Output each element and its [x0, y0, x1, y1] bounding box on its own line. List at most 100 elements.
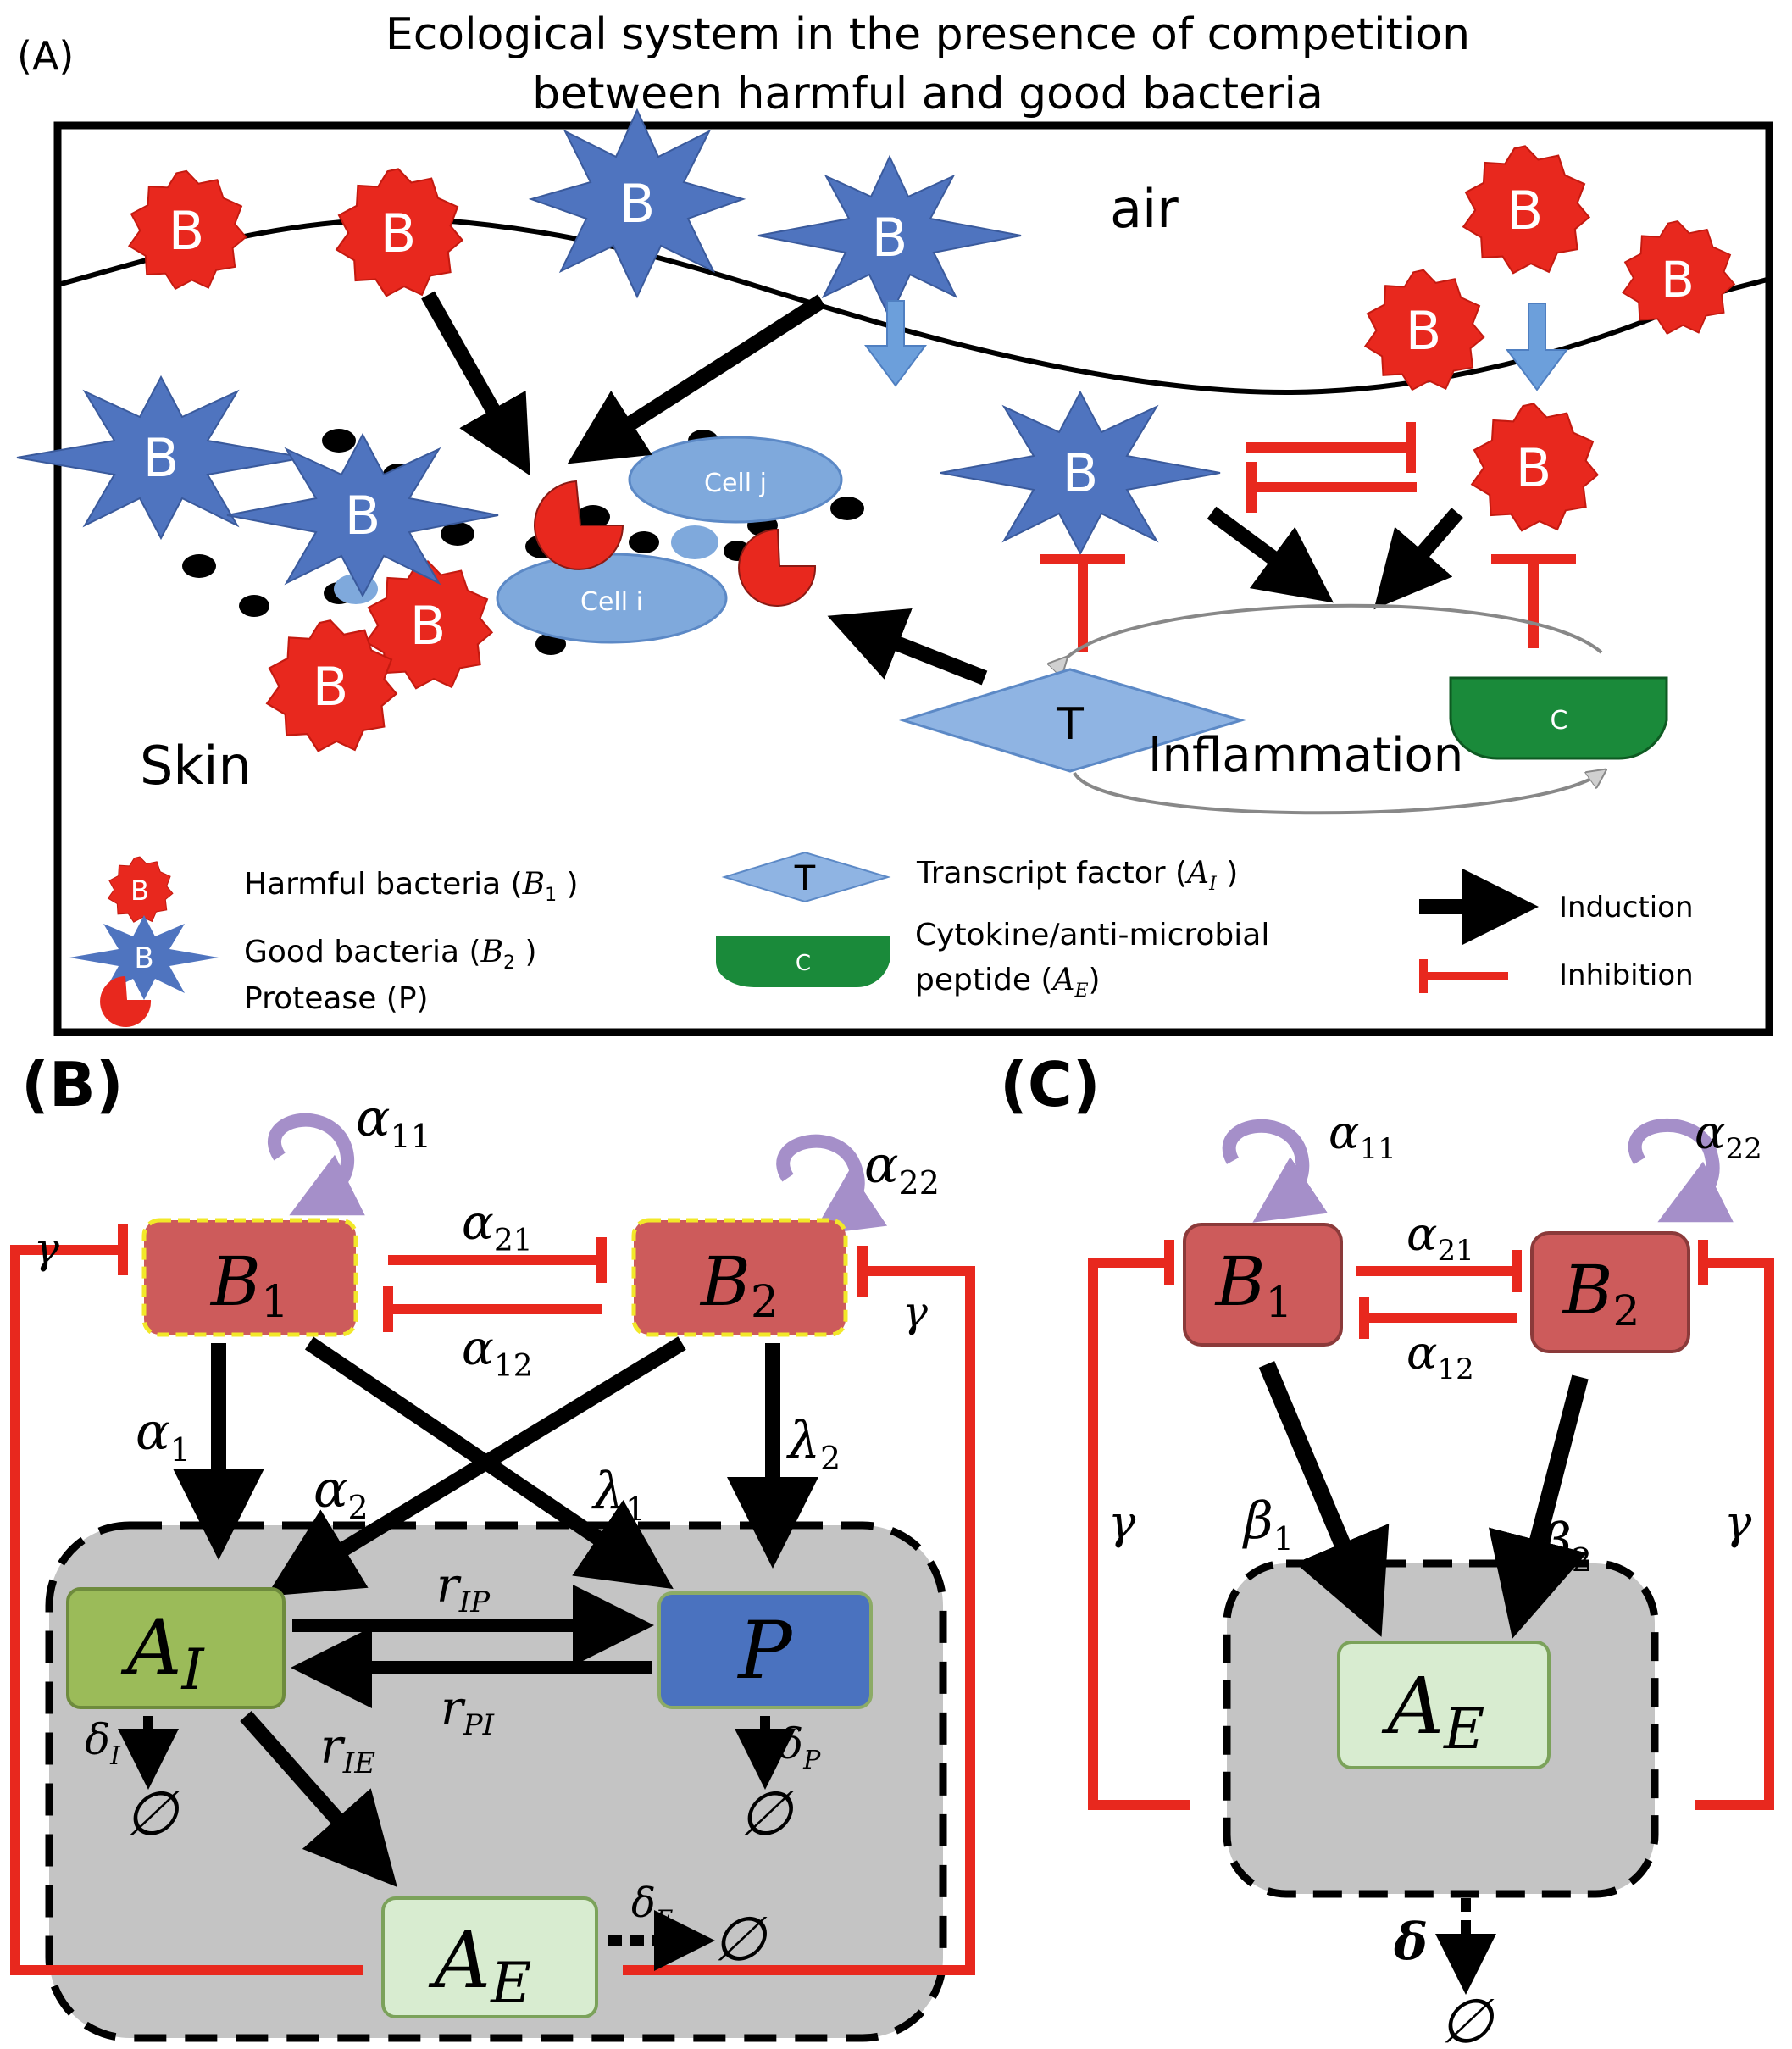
air-label: air — [1110, 178, 1179, 240]
rip-label: rIP — [436, 1558, 491, 1619]
node-p-label: P — [736, 1605, 793, 1697]
skin-label: Skin — [140, 735, 252, 797]
self-regulation-b2 — [1628, 1118, 1734, 1223]
node-ae-label: AE — [428, 1915, 532, 2016]
inflammation-inhibition — [1040, 554, 1576, 652]
self-regulation-b2 — [776, 1134, 888, 1236]
svg-text:B: B — [130, 875, 149, 907]
panel-a-label: (A) — [17, 33, 74, 79]
alpha12-label: α12 — [1406, 1326, 1474, 1386]
gamma-label: γ — [902, 1287, 928, 1336]
legend-inhibition-label: Inhibition — [1559, 958, 1694, 992]
cytokine-letter: C — [1551, 706, 1568, 736]
alpha11-label: α11 — [356, 1089, 431, 1155]
good-bacterium: B — [757, 154, 1022, 320]
harmful-bacterium: B — [1622, 220, 1736, 335]
legend-good-label: Good bacteria (B2 ) — [244, 935, 537, 974]
harmful-bacterium: B — [1363, 269, 1485, 391]
inflammation-cycle — [1073, 773, 1601, 815]
empty-set-symbol: ∅ — [739, 1778, 795, 1849]
induction-arrow — [827, 608, 988, 686]
svg-text:B: B — [345, 485, 381, 547]
panel-a: (A) Ecological system in the presence of… — [16, 9, 1773, 1036]
svg-text:B: B — [872, 207, 908, 269]
beta2-label: β2 — [1540, 1513, 1592, 1579]
panel-b-gamma-feedback — [10, 1224, 975, 1975]
harmful-bacterium: B — [1462, 145, 1591, 275]
svg-text:B: B — [169, 200, 205, 262]
harmful-bacterium: B — [265, 619, 398, 752]
node-b2-label: B2 — [1562, 1251, 1640, 1335]
legend-cytokine-line1: Cytokine/anti-microbial — [915, 918, 1269, 952]
legend-protease-label: Protease (P) — [244, 981, 429, 1016]
legend-tf-label: Transcript factor (AI ) — [916, 856, 1238, 895]
svg-text:B: B — [619, 173, 656, 235]
legend-harmful-label: Harmful bacteria (B1 ) — [244, 867, 579, 906]
node-ai — [66, 1587, 286, 1709]
good-bacterium: B — [940, 390, 1221, 556]
svg-text:B: B — [134, 941, 153, 975]
alpha22-label: α22 — [1695, 1106, 1762, 1166]
gamma-label: γ — [34, 1224, 59, 1273]
panel-c: (C) γ γ α11 α22 B1 B2 α21 α12 β1 β2 — [1000, 1049, 1774, 2049]
beta2-arrow — [1488, 1374, 1589, 1639]
delta-e-label: δE — [631, 1880, 673, 1933]
node-ai-label: AI — [120, 1603, 205, 1702]
induction-arrow — [567, 294, 826, 464]
legend-inhibition-symbol — [1419, 959, 1508, 993]
node-ae — [381, 1896, 598, 2018]
alpha21-label: α21 — [1406, 1208, 1474, 1268]
node-b2 — [1530, 1231, 1690, 1353]
panel-a-frame — [53, 121, 1773, 1036]
svg-text:B: B — [313, 656, 349, 718]
alpha21-label: α21 — [462, 1196, 533, 1258]
panel-a-title-line1: Ecological system in the presence of com… — [386, 9, 1470, 60]
protease-icon — [738, 528, 817, 607]
beta1-arrow — [1258, 1361, 1390, 1637]
node-b1-label: B1 — [1214, 1242, 1293, 1327]
alpha12-label: α12 — [462, 1321, 533, 1384]
svg-text:B: B — [1406, 300, 1442, 362]
legend-cytokine-line2: peptide (AE) — [915, 963, 1101, 1002]
good-bacterium: B — [528, 108, 746, 299]
svg-text:B: B — [1516, 437, 1552, 499]
legend-good-icon: B — [69, 915, 219, 1000]
cytokine-icon — [1449, 676, 1668, 760]
svg-text:B: B — [410, 595, 447, 657]
good-bacterium: B — [16, 375, 306, 541]
legend-cytokine-letter: C — [796, 951, 811, 976]
legend-tf-icon — [721, 851, 891, 903]
gamma-label: γ — [1724, 1496, 1752, 1549]
induction-arrow — [1373, 508, 1463, 610]
legend-harmful-icon: B — [107, 856, 174, 923]
protease-icon — [534, 480, 624, 570]
empty-set-symbol: ∅ — [125, 1778, 180, 1849]
panel-b-label: (B) — [21, 1049, 124, 1120]
self-regulation-b1 — [268, 1113, 365, 1216]
cell-j-label: Cell j — [704, 469, 767, 498]
svg-text:B: B — [143, 427, 180, 489]
harmful-bacterium: B — [127, 169, 247, 291]
alpha1-label: α1 — [136, 1402, 191, 1469]
node-b1 — [1183, 1223, 1343, 1347]
node-b1 — [141, 1218, 358, 1337]
legend-cytokine-icon — [716, 936, 890, 988]
alpha2-label: α2 — [313, 1460, 369, 1526]
delta-label: δ — [1393, 1913, 1428, 1972]
gamma-label: γ — [1108, 1496, 1136, 1549]
svg-text:B: B — [1661, 251, 1695, 308]
rie-label: rIE — [320, 1719, 375, 1780]
legend-tf-letter: T — [794, 859, 816, 898]
beta1-label: β1 — [1242, 1491, 1294, 1558]
lambda2-label: λ2 — [786, 1411, 841, 1477]
legend: B Harmful bacteria (B1 ) B Good bacteria… — [69, 851, 1694, 1027]
tf-letter: T — [1056, 699, 1084, 750]
c-mutual-inhibition — [1356, 1250, 1522, 1339]
legend-induction-label: Induction — [1559, 891, 1694, 925]
panel-b: (B) γ γ α11 α22 B1 B2 α21 α12 — [10, 1049, 975, 2042]
node-b1-label: B1 — [209, 1242, 289, 1328]
entry-arrow — [864, 300, 927, 387]
inflammation-label: Inflammation — [1148, 728, 1463, 783]
b-induction-arrows — [173, 1336, 818, 1596]
empty-set-symbol: ∅ — [1440, 1985, 1495, 2049]
